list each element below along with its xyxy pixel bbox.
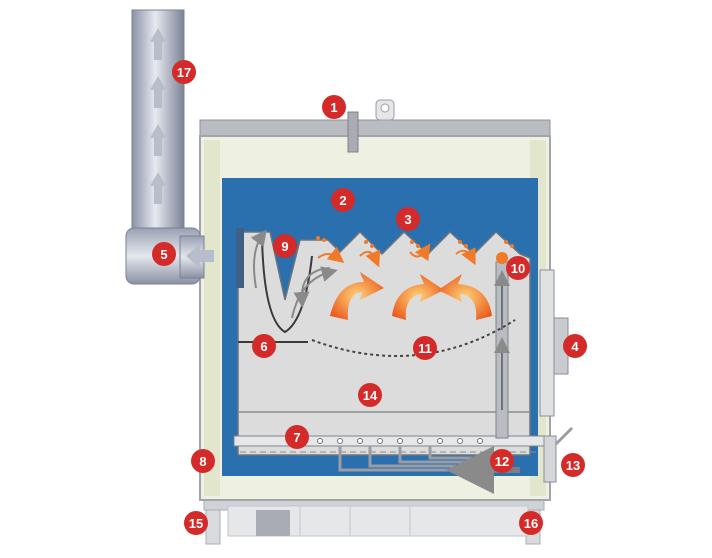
- callout-2: 2: [331, 188, 355, 212]
- callout-5: 5: [152, 242, 176, 266]
- callout-3-text: 3: [404, 212, 411, 227]
- callout-9-text: 9: [281, 239, 288, 254]
- callout-10: 10: [506, 256, 530, 280]
- top-fittings: [347, 99, 395, 153]
- callout-2-text: 2: [339, 193, 346, 208]
- callout-17-text: 17: [177, 65, 191, 80]
- base-legs: [203, 497, 545, 545]
- callout-7: 7: [285, 425, 309, 449]
- callout-16-text: 16: [524, 516, 538, 531]
- loading-door: [539, 269, 574, 483]
- secondary-air-pipe: [494, 261, 510, 439]
- callout-13: 13: [561, 453, 585, 477]
- callout-1: 1: [322, 95, 346, 119]
- combustion-flames: [316, 236, 514, 320]
- callout-12: 12: [490, 449, 514, 473]
- chimney: [125, 9, 214, 285]
- callout-14: 14: [358, 383, 382, 407]
- callout-5-text: 5: [160, 247, 167, 262]
- callout-17: 17: [172, 60, 196, 84]
- callout-4-text: 4: [571, 339, 579, 354]
- callout-badges: 1 2 3 4 5 6 7 8 9 10 11 12 13 14 15 16 1…: [152, 60, 587, 535]
- callout-6: 6: [252, 334, 276, 358]
- callout-8-text: 8: [199, 454, 206, 469]
- callout-16: 16: [519, 511, 543, 535]
- callout-15-text: 15: [189, 516, 203, 531]
- callout-1-text: 1: [330, 100, 337, 115]
- callout-6-text: 6: [260, 339, 267, 354]
- callout-11: 11: [413, 336, 437, 360]
- callout-11-text: 11: [418, 341, 432, 356]
- callout-13-text: 13: [566, 458, 580, 473]
- callout-12-text: 12: [495, 454, 509, 469]
- callout-8: 8: [191, 449, 215, 473]
- callout-4: 4: [563, 334, 587, 358]
- callout-14-text: 14: [363, 388, 378, 403]
- callout-3: 3: [396, 207, 420, 231]
- callout-15: 15: [184, 511, 208, 535]
- smoke-flow-arrows: [250, 229, 516, 357]
- callout-9: 9: [273, 234, 297, 258]
- callout-10-text: 10: [511, 261, 525, 276]
- callout-7-text: 7: [293, 430, 300, 445]
